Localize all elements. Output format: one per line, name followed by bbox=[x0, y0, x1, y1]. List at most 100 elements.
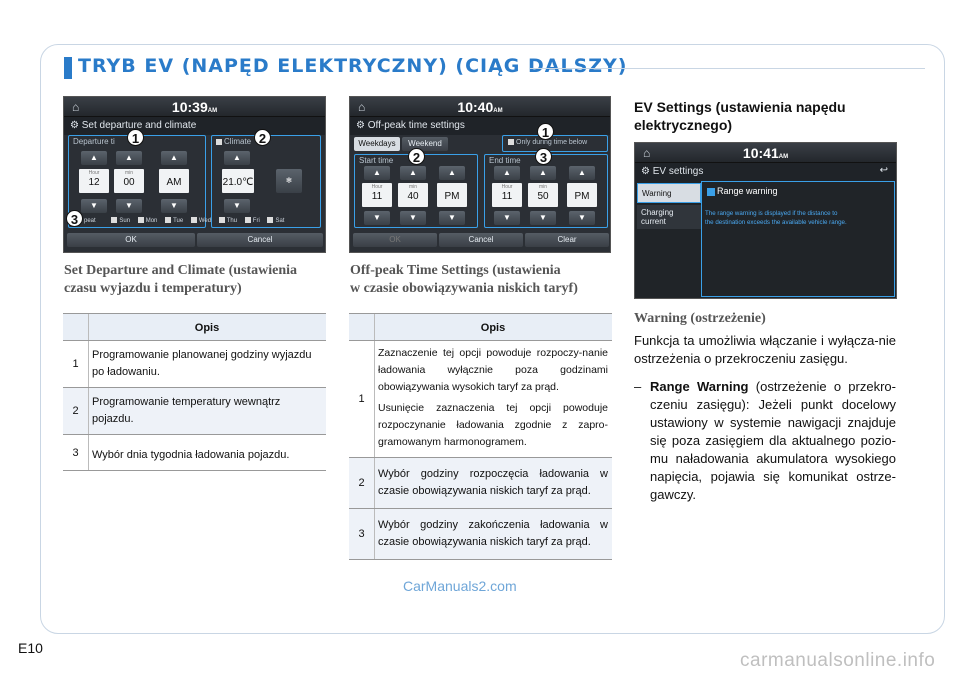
section-rule bbox=[530, 68, 925, 69]
callout-3: 3 bbox=[66, 210, 83, 227]
warning-paragraph: Funkcja ta umożliwia włączanie i wyłącza… bbox=[634, 333, 896, 366]
min-down-button[interactable]: ▼ bbox=[116, 199, 142, 213]
min-caption: min bbox=[538, 184, 548, 190]
end-hour-down[interactable]: ▼ bbox=[494, 211, 520, 225]
ampm-down-button[interactable]: ▼ bbox=[161, 199, 187, 213]
only-during-outline bbox=[502, 135, 608, 152]
min-caption: min bbox=[408, 184, 418, 190]
ok-button[interactable]: OK bbox=[353, 233, 437, 247]
status-bar: ⌂ 10:41AM bbox=[635, 143, 896, 163]
start-hour-value: 11 bbox=[362, 183, 392, 207]
footer-watermark: carmanualsonline.info bbox=[740, 650, 936, 671]
repeat-days: peat Sun Mon Tue Wed Thu Fri Sat bbox=[84, 217, 285, 224]
gear-icon: ⚙ bbox=[70, 120, 79, 131]
start-hour-down[interactable]: ▼ bbox=[364, 211, 390, 225]
table-row: 1 Zaznaczenie tej opcji powoduje rozpocz… bbox=[349, 341, 612, 458]
cancel-button[interactable]: Cancel bbox=[439, 233, 523, 247]
gear-icon: ⚙ bbox=[641, 166, 650, 177]
table-header: Opis bbox=[349, 313, 612, 341]
back-icon[interactable]: ↩ bbox=[879, 165, 888, 176]
start-ampm-value: PM bbox=[437, 183, 467, 207]
defrost-icon[interactable]: ❄ bbox=[276, 169, 302, 193]
status-bar: ⌂ 10:39AM bbox=[64, 97, 325, 117]
hour-down-button[interactable]: ▼ bbox=[81, 199, 107, 213]
bullet-dash: – bbox=[634, 379, 642, 394]
end-min-value: 50 bbox=[528, 183, 558, 207]
cancel-button[interactable]: Cancel bbox=[197, 233, 323, 247]
hour-up-button[interactable]: ▲ bbox=[81, 151, 107, 165]
ev-settings-screen: ⌂ 10:41AM ⚙ EV settings↩ Warning Chargin… bbox=[634, 142, 897, 299]
callout-2: 2 bbox=[408, 148, 425, 165]
end-label: End time bbox=[489, 156, 521, 165]
end-min-up[interactable]: ▲ bbox=[530, 166, 556, 180]
screen-title: ⚙ Off-peak time settings bbox=[350, 117, 610, 135]
status-bar: ⌂ 10:40AM bbox=[350, 97, 610, 117]
clear-button[interactable]: Clear bbox=[525, 233, 609, 247]
hour-value: 12 bbox=[79, 169, 109, 193]
min-caption: min bbox=[124, 170, 134, 176]
temp-up-button[interactable]: ▲ bbox=[224, 151, 250, 165]
gear-icon: ⚙ bbox=[356, 120, 365, 131]
min-value: 00 bbox=[114, 169, 144, 193]
range-warning-bullet: Range Warning (ostrzeżenie o przekro-cze… bbox=[650, 379, 896, 502]
start-hour-up[interactable]: ▲ bbox=[364, 166, 390, 180]
hour-caption: Hour bbox=[88, 170, 100, 176]
callout-1: 1 bbox=[127, 129, 144, 146]
screen-title: ⚙ EV settings↩ bbox=[635, 163, 896, 181]
start-label: Start time bbox=[359, 156, 394, 165]
hour-caption: Hour bbox=[501, 184, 513, 190]
menu-warning[interactable]: Warning bbox=[637, 183, 701, 203]
callout-2: 2 bbox=[254, 129, 271, 146]
tab-weekdays[interactable]: Weekdays bbox=[354, 137, 400, 151]
climate-checkbox[interactable]: Climate bbox=[216, 137, 251, 146]
off-peak-screen: ⌂ 10:40AM ⚙ Off-peak time settings Weekd… bbox=[349, 96, 611, 253]
clock: 10:40AM bbox=[457, 99, 503, 115]
section-title: TRYB EV (NAPĘD ELEKTRYCZNY) (CIĄG DALSZY… bbox=[78, 55, 628, 77]
ampm-up-button[interactable]: ▲ bbox=[161, 151, 187, 165]
end-min-down[interactable]: ▼ bbox=[530, 211, 556, 225]
start-min-value: 40 bbox=[398, 183, 428, 207]
end-ampm-down[interactable]: ▼ bbox=[569, 211, 595, 225]
end-ampm-value: PM bbox=[567, 183, 597, 207]
home-icon[interactable]: ⌂ bbox=[643, 146, 651, 160]
callout-1: 1 bbox=[537, 123, 554, 140]
watermark: CarManuals2.com bbox=[403, 578, 517, 594]
departure-climate-screen: ⌂ 10:39AM ⚙ Set departure and climate De… bbox=[63, 96, 326, 253]
callout-3: 3 bbox=[535, 148, 552, 165]
min-up-button[interactable]: ▲ bbox=[116, 151, 142, 165]
ok-button[interactable]: OK bbox=[67, 233, 195, 247]
end-hour-up[interactable]: ▲ bbox=[494, 166, 520, 180]
screen-title: ⚙ Set departure and climate bbox=[64, 117, 325, 135]
departure-label: Departure ti bbox=[73, 137, 115, 146]
range-warning-checkbox[interactable]: Range warning bbox=[707, 186, 778, 196]
ampm-value: AM bbox=[159, 169, 189, 193]
start-ampm-up[interactable]: ▲ bbox=[439, 166, 465, 180]
end-hour-value: 11 bbox=[492, 183, 522, 207]
clock: 10:39AM bbox=[171, 99, 218, 115]
page-number: E10 bbox=[18, 640, 43, 656]
home-icon[interactable]: ⌂ bbox=[358, 100, 366, 114]
end-ampm-up[interactable]: ▲ bbox=[569, 166, 595, 180]
temp-value: 21.0℃ bbox=[222, 169, 254, 193]
home-icon[interactable]: ⌂ bbox=[72, 100, 80, 114]
temp-down-button[interactable]: ▼ bbox=[224, 199, 250, 213]
only-during-checkbox[interactable]: Only during time below bbox=[508, 139, 587, 146]
section-marker bbox=[64, 57, 72, 79]
start-ampm-down[interactable]: ▼ bbox=[439, 211, 465, 225]
clock: 10:41AM bbox=[742, 145, 789, 161]
range-warning-panel bbox=[701, 181, 895, 297]
table-off-peak: Opis 1 Zaznaczenie tej opcji powoduje ro… bbox=[349, 313, 612, 560]
start-min-up[interactable]: ▲ bbox=[400, 166, 426, 180]
table-header: Opis bbox=[63, 313, 326, 341]
start-min-down[interactable]: ▼ bbox=[400, 211, 426, 225]
tab-weekend[interactable]: Weekend bbox=[402, 137, 448, 151]
